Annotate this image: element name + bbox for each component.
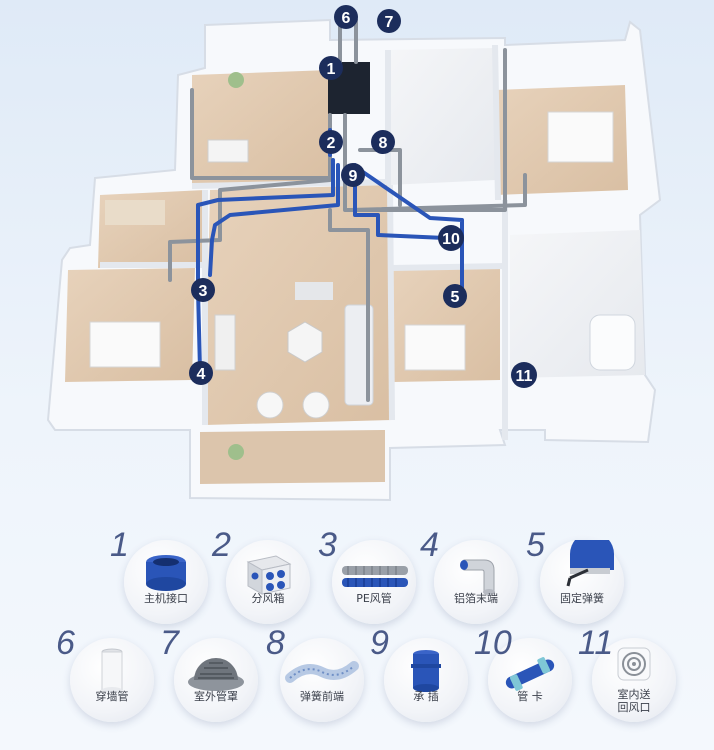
blue-ducts <box>196 128 464 372</box>
legend-label-11: 室内送 回风口 <box>592 688 676 714</box>
bed-left <box>89 321 161 368</box>
chair-left <box>256 391 284 419</box>
marker-9: 9 <box>341 163 365 187</box>
legend-label-10: 管 卡 <box>517 690 543 703</box>
legend-label-1: 主机接口 <box>144 592 188 605</box>
marker-11: 11 <box>511 362 537 388</box>
marker-7: 7 <box>377 9 401 33</box>
legend-number-11: 11 <box>578 624 614 662</box>
legend-label-11-line1: 室内送 <box>617 688 651 701</box>
marker-10: 10 <box>438 225 464 251</box>
ottoman <box>295 282 333 300</box>
marker-2-number: 2 <box>327 135 336 152</box>
legend-item-5: 5 固定弹簧 <box>526 526 636 630</box>
legend-item-4: 4 铝箔末端 <box>420 526 530 630</box>
legend-number-6: 6 <box>56 624 75 662</box>
marker-6-number: 6 <box>342 10 351 27</box>
bathtub <box>589 314 636 371</box>
legend-item-1: 1 主机接口 <box>110 526 220 630</box>
legend-number-9: 9 <box>370 624 389 662</box>
marker-1-number: 1 <box>327 61 336 78</box>
spring-front-icon <box>285 661 359 683</box>
legend-item-9: 9 承 插 <box>370 624 480 728</box>
marker-3-number: 3 <box>199 283 208 300</box>
bed-master <box>547 111 614 163</box>
legend-number-10: 10 <box>474 624 512 662</box>
legend-item-2: 2 分风箱 <box>212 526 322 630</box>
marker-8: 8 <box>371 130 395 154</box>
legend-label-7: 室外管罩 <box>194 690 238 703</box>
legend-item-10: 10 管 卡 <box>474 624 584 728</box>
legend-label-2: 分风箱 <box>251 592 285 605</box>
legend-item-11: 11 室内送 回风口 <box>578 624 688 728</box>
legend-item-3: 3 PE风管 <box>318 526 428 630</box>
legend-label-5: 固定弹簧 <box>560 592 604 605</box>
balcony-floor <box>200 430 385 484</box>
coffee-table <box>287 321 323 363</box>
legend-number-2: 2 <box>212 526 231 564</box>
distribution-box-icon <box>246 555 292 595</box>
marker-8-number: 8 <box>379 135 388 152</box>
legend-label-9: 承 插 <box>413 690 439 703</box>
legend-label-11-line2: 回风口 <box>617 701 651 714</box>
legend-label-4: 铝箔末端 <box>454 592 498 605</box>
balcony-plant <box>228 444 244 460</box>
marker-7-number: 7 <box>385 14 394 31</box>
marker-5: 5 <box>443 284 467 308</box>
floor-plan-diagram: 1 2 3 4 5 6 7 8 9 10 11 <box>46 5 662 502</box>
legend-number-3: 3 <box>318 526 337 564</box>
tv-cabinet <box>214 314 236 371</box>
legend-label-6: 穿墙管 <box>95 690 129 703</box>
marker-11-number: 11 <box>516 368 533 385</box>
wall-pipe-icon <box>101 648 123 693</box>
pe-duct-icon <box>342 566 408 587</box>
dining-table <box>207 139 249 163</box>
foil-terminal-icon <box>460 559 495 595</box>
marker-5-number: 5 <box>451 289 460 306</box>
marker-2: 2 <box>319 130 343 154</box>
marker-9-number: 9 <box>349 168 358 185</box>
host-interface-icon <box>146 555 186 591</box>
legend-label-8: 弹簧前端 <box>300 690 344 703</box>
plant <box>228 72 244 88</box>
outdoor-hood-icon <box>188 658 244 691</box>
fixing-spring-icon <box>566 540 614 587</box>
bathroom-top-floor <box>388 48 495 185</box>
socket-joint-icon <box>411 650 441 692</box>
pipe-clamp-icon <box>505 657 555 691</box>
legend-label-3: PE风管 <box>356 592 392 605</box>
legend-number-8: 8 <box>266 624 285 662</box>
legend-number-4: 4 <box>420 526 439 564</box>
marker-10-number: 10 <box>442 231 460 248</box>
wardrobe-left <box>105 200 165 225</box>
bed-middle <box>404 324 466 371</box>
legend-number-5: 5 <box>526 526 545 564</box>
legend-number-7: 7 <box>160 624 179 662</box>
marker-3: 3 <box>191 278 215 302</box>
marker-4-number: 4 <box>197 366 206 383</box>
legend-item-7: 7 室外管罩 <box>160 624 270 728</box>
legend-item-6: 6 穿墙管 <box>56 624 166 728</box>
chair-right <box>302 391 330 419</box>
marker-1: 1 <box>319 56 343 80</box>
legend-item-8: 8 弹簧前端 <box>266 624 376 728</box>
indoor-vent-icon <box>617 647 651 681</box>
marker-4: 4 <box>189 361 213 385</box>
dining-room-floor <box>192 70 330 186</box>
legend-number-1: 1 <box>110 526 129 564</box>
marker-6: 6 <box>334 5 358 29</box>
